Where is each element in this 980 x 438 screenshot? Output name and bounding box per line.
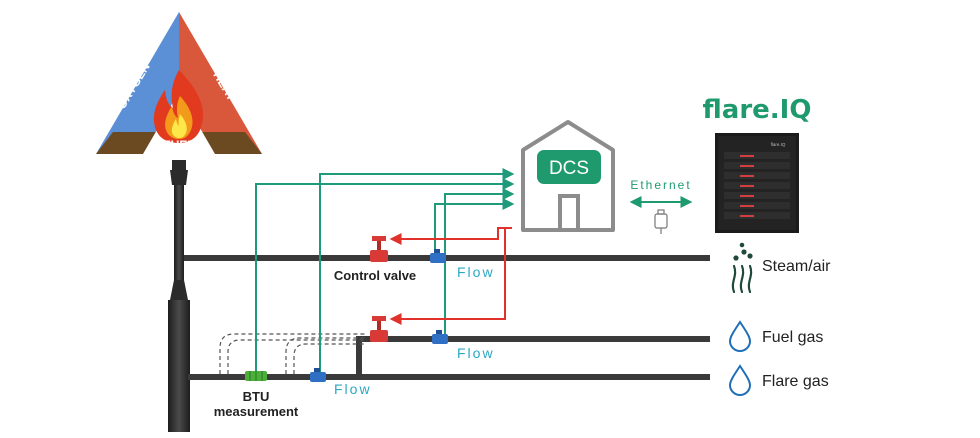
control-lines [389,227,512,325]
btu-label-line2: measurement [214,404,299,419]
flow-label-top: Flow [457,264,495,280]
fuel-label: FUEL [163,138,194,152]
flame-icon [153,70,204,143]
fuel-gas-pipe [358,336,710,342]
dcs-label: DCS [549,158,589,179]
legend: Steam/air Fuel gas Flare gas [728,242,831,397]
pipes [184,255,710,380]
flow-label-bottom: Flow [334,381,372,397]
btu-label-line1: BTU [243,389,270,404]
steam-icon [731,242,753,294]
flare-iq-unit: flare.IQ flare.IQ [703,95,812,233]
flow-meter-bottom [310,368,326,382]
flare-gas-pipe [188,374,710,380]
dcs-building: DCS [521,120,615,232]
btu-sampling-lines [219,333,366,374]
flow-label-middle: Flow [457,345,495,361]
legend-flare-gas-label: Flare gas [762,373,829,390]
fire-triangle: OXYGEN HEAT FUEL [96,12,262,154]
control-valve-label: Control valve [334,268,416,283]
fuel-gas-riser [356,336,362,380]
droplet-icon [728,364,752,397]
control-valve-bottom [370,316,388,342]
droplet-icon [728,320,752,353]
flare-iq-modules [724,152,790,219]
legend-fuel-gas-label: Fuel gas [762,329,823,346]
flare-iq-unit-tag: flare.IQ [771,142,786,147]
btu-meter [245,371,267,381]
control-valve-top [370,236,388,262]
signal-lines [255,168,515,372]
flare-iq-brand: flare.IQ [703,95,812,125]
flare-stack [168,160,190,432]
legend-steam-air-label: Steam/air [762,258,831,275]
ethernet-plug-icon [654,209,668,234]
dcs-badge [537,150,601,184]
flow-meter-top [430,249,446,263]
ethernet-label: Ethernet [630,178,691,192]
ethernet-link: Ethernet [629,178,693,234]
steam-air-pipe [184,255,710,261]
flow-meter-middle [432,330,448,344]
